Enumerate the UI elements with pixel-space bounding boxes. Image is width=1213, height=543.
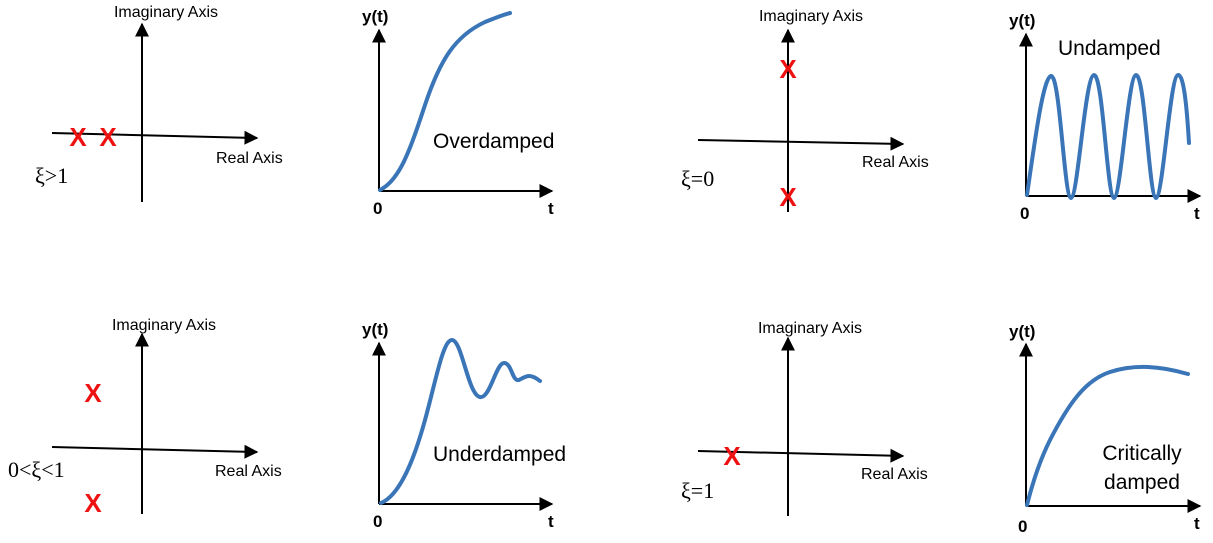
response-curve	[379, 338, 542, 505]
y-axis-label: y(t)	[1009, 11, 1035, 30]
pole-marker: X	[99, 122, 117, 152]
real-axis-line	[51, 130, 259, 145]
response-label: Overdamped	[433, 130, 554, 153]
s-plane-underdamped: Imaginary Axis Real Axis X X 0<ξ<1	[8, 317, 282, 518]
pole-marker: X	[84, 488, 102, 518]
origin-label: 0	[373, 199, 382, 218]
t-axis-label: t	[548, 199, 554, 218]
response-label-line-1: Critically	[1102, 442, 1182, 465]
y-axis-label: y(t)	[362, 320, 388, 339]
imaginary-axis-label: Imaginary Axis	[759, 8, 863, 25]
s-plane-critically-damped: Imaginary Axis Real Axis X ξ=1	[681, 320, 928, 516]
y-axis-label: y(t)	[362, 7, 388, 26]
t-axis-label: t	[1194, 204, 1200, 223]
imaginary-axis-label: Imaginary Axis	[112, 317, 216, 334]
response-overdamped: y(t) t 0 Overdamped	[362, 7, 554, 218]
zeta-condition: ξ=0	[681, 166, 714, 191]
pole-marker: X	[84, 378, 102, 408]
zeta-condition: ξ>1	[35, 163, 68, 188]
t-axis-label: t	[1194, 514, 1200, 533]
origin-label: 0	[1020, 204, 1029, 223]
response-label: Undamped	[1058, 37, 1161, 60]
origin-label: 0	[1018, 517, 1027, 536]
response-underdamped: y(t) t 0 Underdamped	[362, 320, 566, 531]
response-curve	[378, 11, 512, 192]
pole-marker: X	[779, 54, 797, 84]
real-axis-line	[697, 448, 905, 463]
s-plane-undamped: Imaginary Axis Real Axis X X ξ=0	[681, 8, 929, 212]
response-undamped: y(t) t 0 Undamped	[1009, 11, 1202, 223]
real-axis-label: Real Axis	[861, 466, 928, 483]
zeta-condition: ξ=1	[681, 478, 714, 503]
zeta-condition: 0<ξ<1	[8, 457, 65, 482]
real-axis-line	[51, 444, 259, 459]
pole-marker: X	[779, 182, 797, 212]
s-plane-overdamped: Imaginary Axis Real Axis X X ξ>1	[35, 4, 283, 202]
pole-marker: X	[69, 122, 87, 152]
real-axis-label: Real Axis	[862, 154, 929, 171]
response-label: Underdamped	[433, 443, 566, 466]
imaginary-axis-label: Imaginary Axis	[114, 4, 218, 21]
response-curve	[1025, 364, 1190, 507]
y-axis-label: y(t)	[1009, 322, 1035, 341]
response-label-line-2: damped	[1104, 471, 1180, 494]
origin-label: 0	[373, 512, 382, 531]
real-axis-line	[697, 136, 905, 151]
imaginary-axis-label: Imaginary Axis	[758, 320, 862, 337]
real-axis-label: Real Axis	[216, 150, 283, 167]
response-critically-damped: y(t) t 0 Critically damped	[1009, 322, 1202, 536]
pole-marker: X	[723, 441, 741, 471]
real-axis-label: Real Axis	[215, 463, 282, 480]
response-curve	[1025, 72, 1191, 200]
t-axis-label: t	[548, 512, 554, 531]
